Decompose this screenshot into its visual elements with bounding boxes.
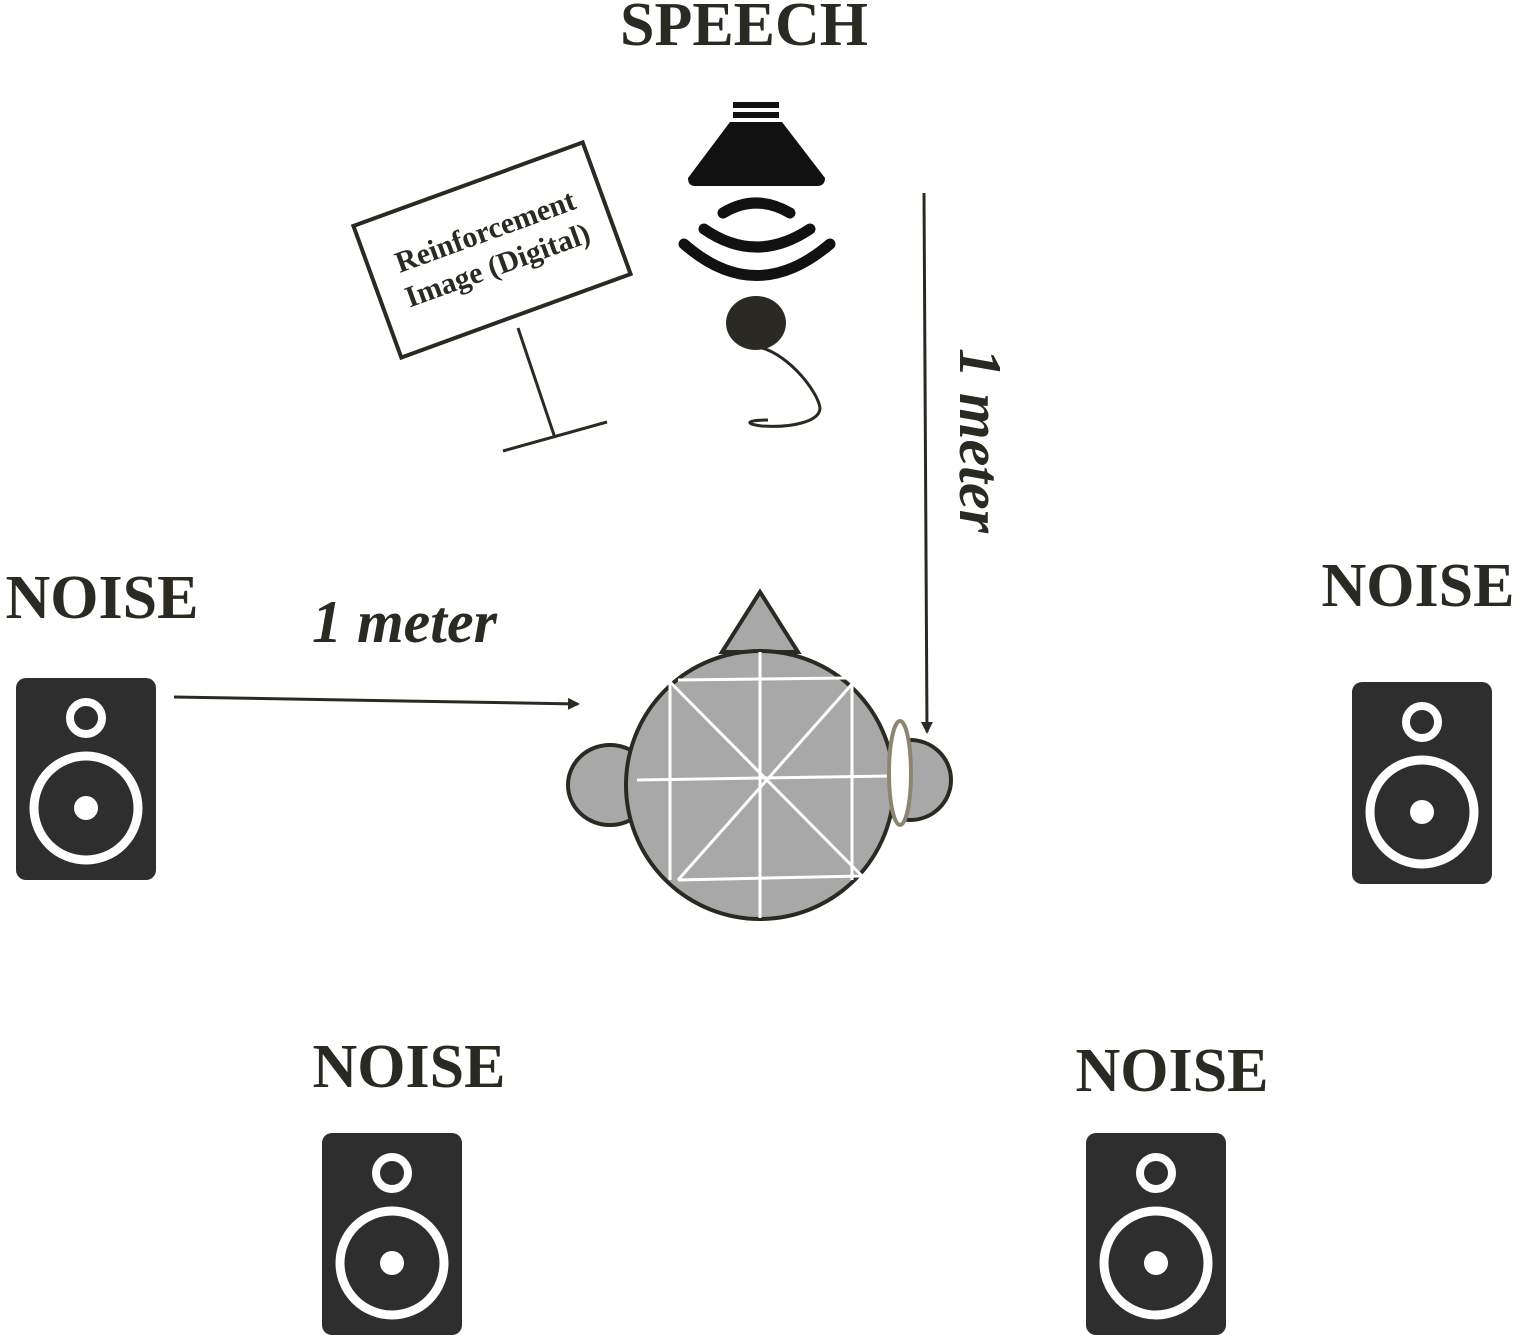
horizontal-distance-arrow: [173, 695, 580, 710]
noise-speaker-bottom-left-icon: [322, 1133, 462, 1335]
vertical-distance-label: 1 meter: [947, 348, 1013, 534]
noise-label-bottom-right: NOISE: [1076, 1037, 1269, 1105]
speech-loudspeaker-icon: [688, 102, 825, 186]
vertical-distance-arrow: [920, 192, 933, 734]
noise-speaker-right-icon: [1352, 682, 1492, 884]
microphone-icon: [726, 296, 822, 428]
noise-speaker-bottom-right-icon: [1086, 1133, 1226, 1335]
noise-label-left: NOISE: [6, 564, 199, 632]
speech-label: SPEECH: [620, 0, 868, 59]
hearing-aid-icon: [887, 719, 913, 827]
sound-waves-icon: [678, 197, 836, 281]
noise-label-bottom-left: NOISE: [313, 1033, 506, 1101]
noise-speaker-left-icon: [16, 678, 156, 880]
horizontal-distance-label: 1 meter: [312, 589, 498, 655]
reinforcement-image-sign: Reinforcement Image (Digital): [350, 139, 634, 453]
noise-label-right: NOISE: [1322, 552, 1515, 620]
